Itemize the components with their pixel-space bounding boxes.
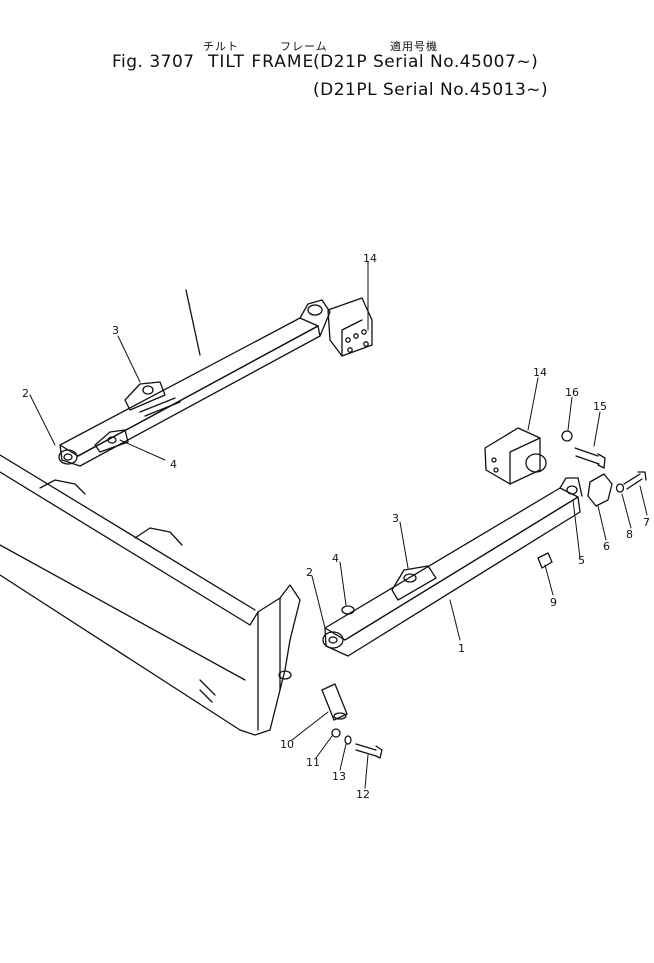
callout-14-upper: 14 [363,252,377,265]
ring-part-11 [331,728,341,738]
figure-title: TILT FRAME [208,52,315,72]
callout-4-lower: 4 [332,552,339,565]
callout-16: 16 [565,386,579,399]
callout-9: 9 [550,596,557,609]
callout-3-upper: 3 [112,324,119,337]
callout-6: 6 [603,540,610,553]
callout-13: 13 [332,770,346,783]
title-japanese-frame: フレーム [280,40,328,53]
bolt-part-12 [355,743,383,759]
applicable-serial-japanese: 適用号機 [390,40,438,53]
callout-4-upper: 4 [170,458,177,471]
washer-part-16 [561,430,573,442]
upper-tilt-frame-arm [58,299,331,467]
bolt-part-7 [623,471,647,490]
callout-2-upper: 2 [22,387,29,400]
callout-14-right: 14 [533,366,547,379]
callout-3-lower: 3 [392,512,399,525]
serial-range-d21p: (D21P Serial No.45007~) [313,52,539,72]
callout-10: 10 [280,738,294,751]
callout-12: 12 [356,788,370,801]
upper-bracket [327,297,373,357]
washer-part-8 [615,483,625,493]
right-bracket [484,427,547,485]
callout-11: 11 [306,756,320,769]
lower-tilt-frame-arm [322,477,583,657]
dozer-blade [0,454,301,736]
callout-1: 1 [458,642,465,655]
figure-number: Fig. 3707 [112,52,195,72]
stopper-part-9 [537,552,553,569]
title-japanese-tilt: チルト [203,40,239,53]
serial-range-d21pl: (D21PL Serial No.45013~) [313,80,549,100]
washer-part-13 [344,735,352,745]
bolt-part-15 [574,447,606,469]
callout-8: 8 [626,528,633,541]
callout-5: 5 [578,554,585,567]
callout-7: 7 [643,516,650,529]
leader-lines [29,261,648,789]
callout-numbers: 14 3 2 4 14 16 15 7 8 6 5 3 4 2 9 1 10 1… [22,252,650,801]
pin-part-10 [321,683,348,721]
callout-15: 15 [593,400,607,413]
callout-2-lower: 2 [306,566,313,579]
plate-part-6 [587,473,613,507]
